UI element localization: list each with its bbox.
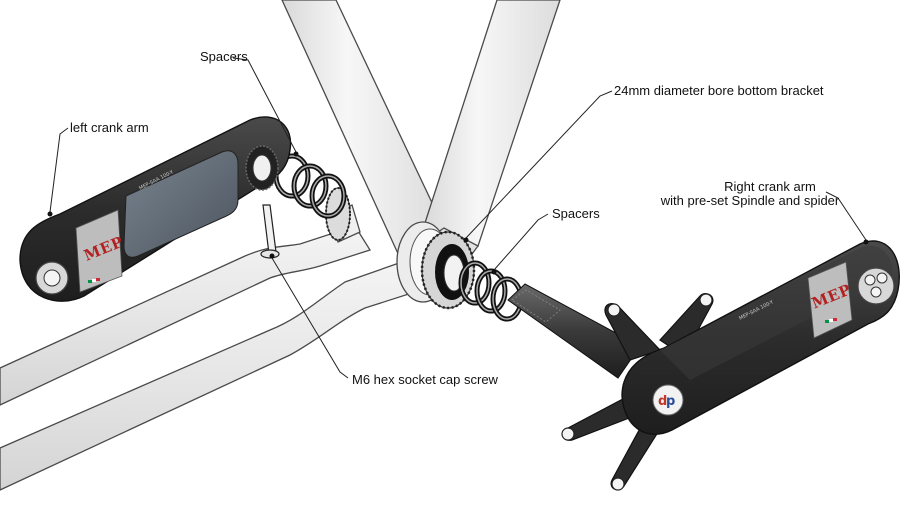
leader-right-crank-arm	[825, 191, 867, 241]
chainstay-upper	[0, 225, 371, 406]
left-crank-window	[123, 150, 239, 258]
label-left-crank-arm: left crank arm	[70, 120, 149, 135]
label-hex-screw: M6 hex socket cap screw	[352, 372, 498, 387]
leader-hex-screw	[271, 257, 349, 379]
label-right-crank-arm: Right crank arm with pre-set Spindle and…	[650, 180, 850, 208]
label-bottom-bracket: 24mm diameter bore bottom bracket	[614, 83, 824, 98]
m6-hex-socket-cap-screw	[260, 204, 280, 259]
label-right-crank-arm-line1: Right crank arm	[724, 179, 816, 194]
label-right-crank-arm-line2: with pre-set Spindle and spider	[660, 193, 840, 208]
right-crank-arm: MEP d p MEP-SAA 100-Y	[621, 240, 900, 435]
label-spacers-right: Spacers	[552, 206, 600, 221]
right-crank-dd-logo: d p	[652, 384, 684, 416]
left-crank-brand-panel: MEP	[75, 209, 126, 293]
down-tube	[423, 0, 561, 247]
right-crank-brand-panel: MEP	[807, 261, 854, 339]
svg-text:p: p	[666, 394, 675, 409]
leader-lines	[47, 57, 869, 379]
leader-spacers-left	[232, 57, 297, 153]
leader-left-crank-arm	[49, 127, 69, 213]
seat-tube	[281, 0, 445, 259]
leader-spacers-right	[493, 213, 549, 271]
left-crank-arm: MEP MEP-SAA 100-Y	[19, 116, 292, 302]
leader-bottom-bracket	[465, 90, 613, 239]
left-crank-pedal-end	[35, 261, 69, 295]
left-crank-spline-socket	[245, 145, 279, 191]
label-spacers-left: Spacers	[200, 49, 248, 64]
right-crank-pedal-end	[857, 267, 895, 305]
svg-text:d: d	[658, 394, 667, 409]
